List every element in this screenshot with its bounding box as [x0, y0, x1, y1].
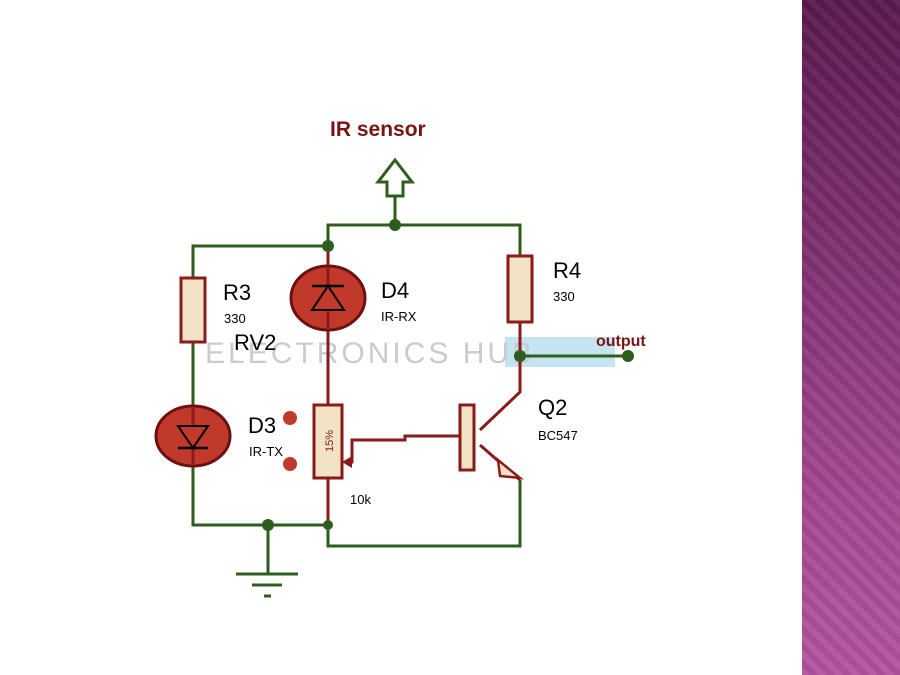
resistor-r4	[506, 254, 534, 324]
junction-dots	[262, 219, 634, 531]
d3-ref: D3	[248, 413, 276, 438]
pin-marker-top	[283, 411, 297, 425]
d4-ref: D4	[381, 278, 409, 303]
q2-ref: Q2	[538, 395, 567, 420]
watermark-text: ELECTRONICS HUB	[205, 337, 535, 370]
d3-value: IR-TX	[249, 444, 283, 459]
rv2-setting-label: 15%	[324, 430, 336, 452]
r4-ref: R4	[553, 258, 581, 283]
decorative-side-band	[802, 0, 900, 675]
bottom-rail-wire	[326, 480, 522, 548]
ir-sensor-arrow-icon	[374, 157, 416, 198]
r4-value: 330	[553, 289, 575, 304]
rv2-wiper-to-base-wire	[345, 434, 460, 464]
bottom-left-wire	[191, 460, 328, 527]
r3-ref: R3	[223, 280, 251, 305]
q2-value: BC547	[538, 428, 578, 443]
green-wires	[191, 180, 628, 598]
resistor-r3	[179, 276, 207, 344]
rv2-value: 10k	[350, 492, 371, 507]
diagram-title: IR sensor	[330, 118, 426, 141]
rv2-ref: RV2	[234, 330, 276, 355]
pin-marker-bottom	[283, 457, 297, 471]
led-d4	[289, 264, 367, 332]
output-label: output	[596, 333, 646, 350]
r3-value: 330	[224, 311, 246, 326]
q2-collector-wire	[478, 356, 522, 432]
potentiometer-rv2	[312, 403, 352, 480]
led-d3	[154, 404, 232, 468]
top-rail-wire	[191, 223, 522, 278]
d4-value: IR-RX	[381, 309, 417, 324]
transistor-q2	[458, 403, 524, 480]
